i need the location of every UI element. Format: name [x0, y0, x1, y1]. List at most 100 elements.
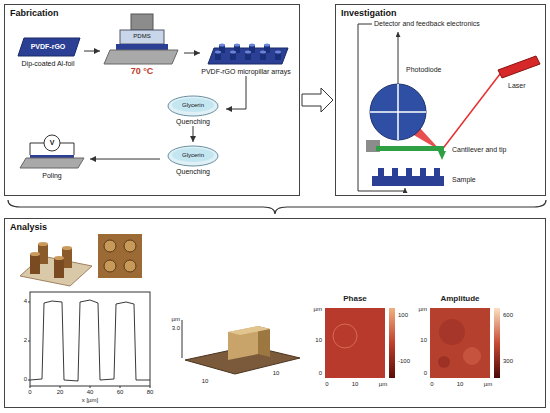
axis-title: x [µm] [82, 397, 98, 403]
photodiode [370, 84, 426, 140]
afm-sample [406, 168, 412, 176]
layer-label: PVDF-rGO [12, 43, 84, 51]
micropillar-array [260, 51, 266, 54]
colorbar-tick: 600 [503, 312, 513, 318]
panel-heading: Analysis [10, 222, 47, 232]
colorbar-tick: 300 [503, 358, 513, 364]
afm-3d-pillar [182, 320, 183, 358]
cantilever [366, 140, 446, 160]
laser-beam [441, 74, 500, 151]
poling-setup [20, 158, 84, 168]
amplitude-map [430, 308, 490, 378]
afm-sample [372, 168, 444, 186]
bath-label: Glycerin [160, 102, 226, 109]
height-profile-chart [30, 300, 150, 381]
annotation-label: Cantilever and tip [452, 146, 506, 153]
micropillar-array [275, 51, 281, 54]
photodiode [370, 84, 426, 140]
hot-embossing-step: PDMS70 °C [100, 12, 184, 76]
annotation-label: Photodiode [406, 66, 441, 73]
axis-tick: 20 [57, 389, 64, 395]
axis-tick: 10 [202, 378, 209, 384]
afm-3d-image [54, 258, 64, 278]
afm-3d-image [38, 242, 48, 246]
axis-unit: µm [379, 381, 387, 387]
phase-map [325, 308, 385, 378]
axis-tick: 0 [325, 381, 328, 387]
afm-sample [372, 176, 444, 186]
amplitude-map [494, 308, 500, 378]
brace [8, 200, 546, 214]
axis-tick: 80 [147, 389, 154, 395]
cantilever [438, 151, 446, 160]
image-title: Phase [343, 295, 367, 303]
axis-tick: 3.0 [172, 325, 180, 331]
quenching-step: GlycerinQuenching [160, 142, 226, 176]
flow-arrow [90, 159, 160, 160]
afm-2d-image [104, 240, 116, 252]
voltage-symbol: V [14, 139, 90, 147]
brace [8, 200, 546, 214]
axis-tick: 40 [87, 389, 94, 395]
afm-2d-image [98, 234, 142, 278]
afm-2d-image [98, 234, 142, 278]
phase-map [333, 324, 357, 348]
block-arrow [302, 88, 333, 112]
flow-arrow [184, 53, 200, 54]
micropillar-array [245, 51, 251, 54]
axis-unit: µm [172, 316, 180, 322]
hot-embossing [104, 50, 178, 64]
cantilever [376, 146, 444, 151]
afm-3d-image [62, 246, 72, 250]
afm-2d-image [124, 240, 136, 252]
flow-arrow [84, 51, 100, 52]
afm-sample [420, 168, 426, 176]
quenching-step: GlycerinQuenching [160, 92, 226, 126]
amplitude-map [430, 308, 500, 378]
afm-sample [378, 168, 384, 176]
afm-2d-image [104, 260, 116, 272]
axis-tick: 60 [117, 389, 124, 395]
axis-unit: µm [314, 306, 322, 312]
dip-coating-step: PVDF-rGODip-coated Al-foil [12, 34, 84, 68]
afm-sample [434, 168, 440, 176]
laser-source [498, 56, 540, 78]
axis-tick: 10 [315, 337, 322, 343]
afm-3d-image [20, 242, 92, 286]
laser-source [498, 56, 540, 78]
bath-label: Glycerin [160, 152, 226, 159]
axis-tick: 0 [319, 370, 322, 376]
panel-heading: Investigation [341, 8, 397, 18]
annotation-label: Detector and feedback electronics [374, 20, 480, 27]
hot-embossing [131, 14, 153, 30]
step-label: Quenching [160, 168, 226, 176]
colorbar-tick: -100 [398, 358, 410, 364]
step-label: Quenching [160, 118, 226, 126]
temperature-label: 70 °C [100, 66, 184, 76]
annotation-label: Sample [452, 176, 476, 183]
flow-arrow [226, 76, 246, 109]
micropillar-array [264, 44, 270, 47]
micropillar-array [219, 44, 225, 47]
micropillar-step: PVDF-rGO micropillar arrays [200, 30, 292, 76]
flow-arrow [193, 126, 194, 142]
hot-embossing [116, 44, 168, 50]
step-label: PVDF-rGO micropillar arrays [200, 68, 292, 76]
colorbar-tick: 100 [398, 312, 408, 318]
phase-map [325, 308, 395, 378]
feedback-wire [398, 32, 399, 84]
axis-tick: 0 [424, 370, 427, 376]
poling-step: VPoling [14, 132, 90, 180]
afm-3d-image [30, 254, 40, 274]
afm-3d-image [54, 256, 64, 260]
analysis-panel: Analysis [4, 218, 546, 408]
height-profile-chart [28, 292, 150, 388]
axis-tick: 4 [24, 298, 27, 304]
axis-tick: 10 [457, 381, 464, 387]
amplitude-map [439, 319, 465, 345]
investigation-panel: Investigation [335, 4, 546, 196]
